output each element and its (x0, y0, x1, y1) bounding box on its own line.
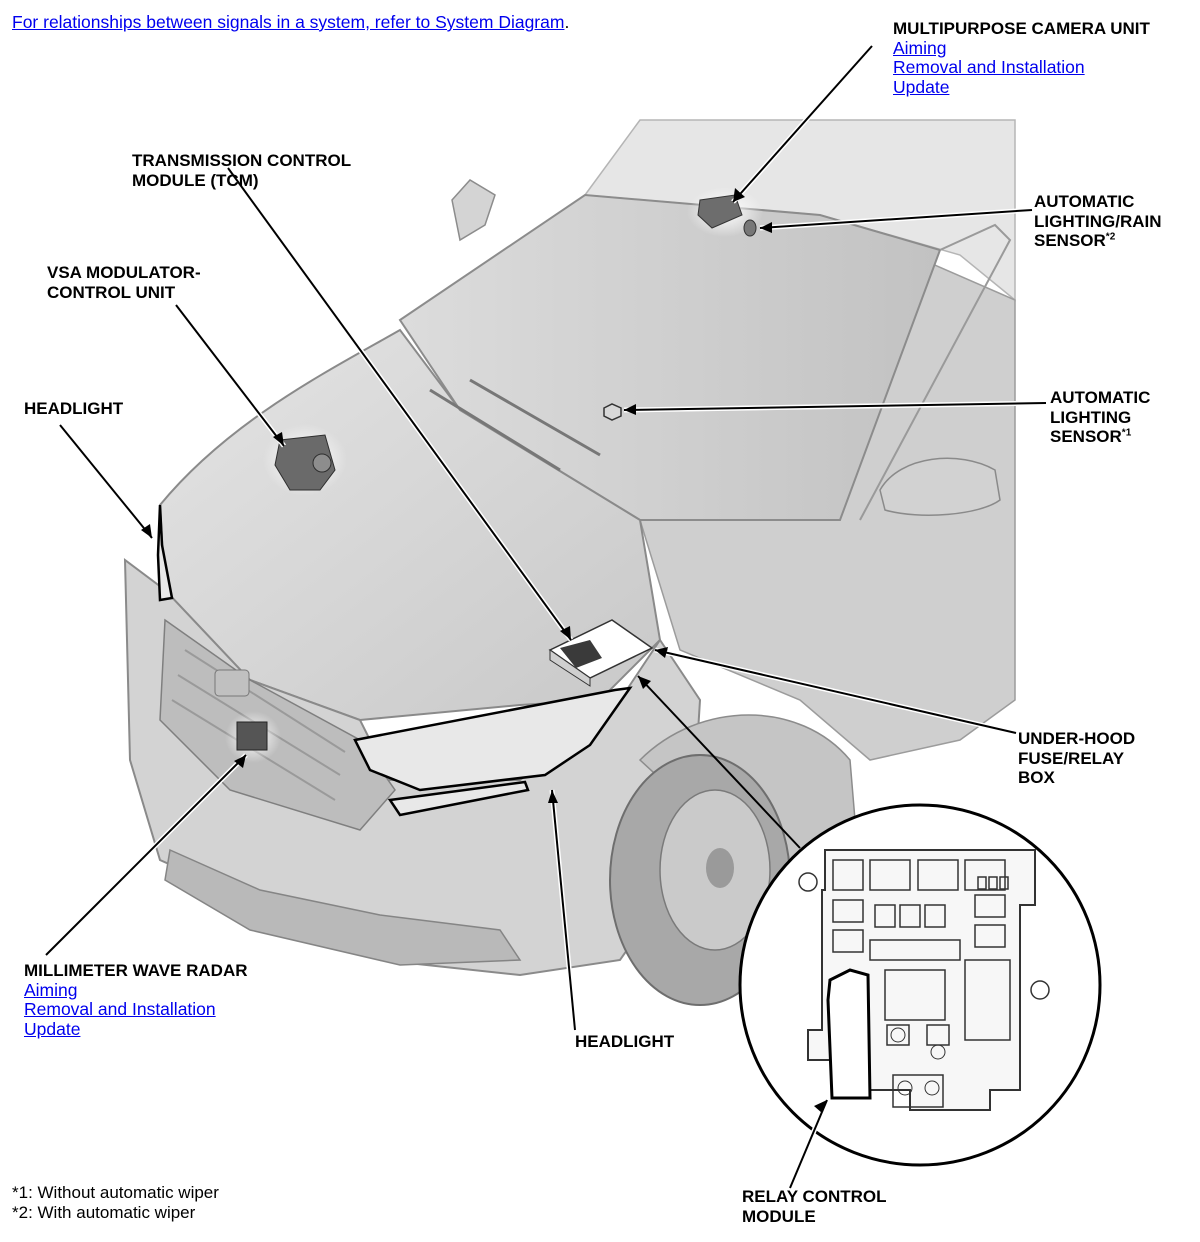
radar-label: MILLIMETER WAVE RADAR Aiming Removal and… (24, 961, 248, 1039)
relay-module-label: RELAY CONTROL MODULE (742, 1187, 887, 1226)
multipurpose-camera-label: MULTIPURPOSE CAMERA UNIT Aiming Removal … (893, 19, 1150, 97)
tcm-label: TRANSMISSION CONTROL MODULE (TCM) (132, 151, 351, 190)
headlight-left-label: HEADLIGHT (24, 399, 123, 419)
lighting-sensor-word: SENSOR (1050, 427, 1122, 446)
headlight-left-title: HEADLIGHT (24, 399, 124, 418)
fuse-box-line-1: UNDER-HOOD (1018, 729, 1136, 748)
radar-title: MILLIMETER WAVE RADAR (24, 961, 248, 980)
radar-update-link[interactable]: Update (24, 1018, 81, 1039)
headlight-right-outline (353, 686, 633, 792)
headlight-bottom-title: HEADLIGHT (575, 1032, 675, 1051)
multipurpose-camera-title: MULTIPURPOSE CAMERA UNIT (893, 19, 1150, 38)
camera-removal-link[interactable]: Removal and Installation (893, 57, 1085, 77)
fuse-box-line-2: FUSE/RELAY (1018, 748, 1125, 768)
system-diagram-link[interactable]: For relationships between signals in a s… (12, 12, 565, 32)
lighting-sensor-footnote-mark: *1 (1121, 427, 1132, 439)
rain-sensor-line-2: LIGHTING/RAIN (1034, 211, 1162, 231)
rain-sensor-word: SENSOR (1034, 231, 1106, 250)
tcm-label-line-1: TRANSMISSION CONTROL (132, 151, 352, 170)
leader-lines (44, 44, 1047, 1189)
relay-module-line-1: RELAY CONTROL (742, 1187, 887, 1206)
fuse-box-inset (738, 803, 1102, 1167)
footnotes: *1: Without automatic wiper *2: With aut… (12, 1183, 219, 1222)
footnote-1: *1: Without automatic wiper (12, 1183, 219, 1202)
lighting-sensor-label: AUTOMATIC LIGHTING SENSOR*1 (1050, 388, 1150, 447)
headlight-drl-outline (387, 780, 530, 817)
rain-sensor-label: AUTOMATIC LIGHTING/RAIN SENSOR*2 (1034, 192, 1162, 251)
camera-aiming-link[interactable]: Aiming (893, 37, 947, 58)
lighting-sensor-line-3: SENSOR*1 (1050, 427, 1150, 447)
rain-sensor-line-3: SENSOR*2 (1034, 231, 1162, 251)
vsa-label: VSA MODULATOR- CONTROL UNIT (47, 263, 201, 302)
radar-aiming-link[interactable]: Aiming (24, 979, 78, 1000)
rain-sensor-footnote-mark: *2 (1105, 231, 1116, 243)
tcm-label-line-2: MODULE (TCM) (132, 170, 259, 190)
vsa-label-line-1: VSA MODULATOR- (47, 263, 201, 282)
fuse-box-label: UNDER-HOOD FUSE/RELAY BOX (1018, 729, 1135, 788)
relay-module-line-2: MODULE (742, 1206, 816, 1226)
camera-update-link[interactable]: Update (893, 76, 950, 97)
headlight-left-outline (156, 504, 174, 602)
fuse-box-line-3: BOX (1018, 768, 1055, 787)
headlight-bottom-label: HEADLIGHT (575, 1032, 674, 1052)
relay-module-outline (826, 968, 872, 1100)
lighting-sensor-part (603, 403, 622, 421)
vsa-label-line-2: CONTROL UNIT (47, 282, 176, 302)
lighting-sensor-line-1: AUTOMATIC (1050, 388, 1151, 407)
fuse-box-part (548, 619, 654, 687)
system-diagram-period: . (564, 12, 570, 32)
rain-sensor-line-1: AUTOMATIC (1034, 192, 1135, 211)
camera-unit-part (687, 187, 763, 237)
footnote-2: *2: With automatic wiper (12, 1202, 196, 1222)
radar-removal-link[interactable]: Removal and Installation (24, 999, 216, 1019)
system-diagram-note: For relationships between signals in a s… (12, 12, 569, 33)
lighting-sensor-line-2: LIGHTING (1050, 407, 1132, 427)
radar-part (225, 711, 281, 763)
